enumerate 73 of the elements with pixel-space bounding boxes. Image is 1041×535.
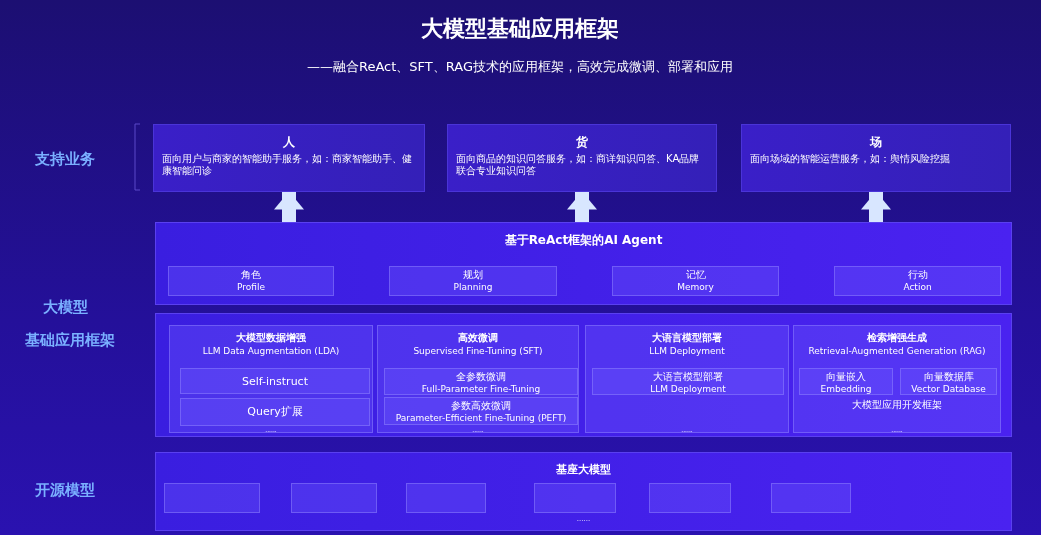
arrow [861, 191, 891, 222]
sub-title: 大模型应用开发框架 [851, 399, 943, 411]
module-box [389, 266, 557, 296]
module-box [900, 368, 997, 395]
module-title: 角色 [240, 269, 262, 281]
column-subtitle: LLM Deployment [648, 346, 726, 357]
category-heading: 人 [282, 135, 296, 150]
arrow [274, 191, 304, 222]
model-box [771, 483, 851, 513]
module-box [384, 397, 578, 425]
module-box [612, 266, 779, 296]
service-card [741, 124, 1011, 192]
diagram-title: 大模型基础应用框架 [420, 15, 620, 43]
module-subtitle: Vector Database [910, 384, 987, 395]
arrow [567, 191, 597, 222]
module-subtitle: Action [902, 282, 933, 293]
module-box [180, 368, 370, 394]
model-box [649, 483, 731, 513]
module-subtitle: Profile [236, 282, 266, 293]
module-column [377, 325, 579, 433]
item-text: Self-instruct [241, 375, 309, 389]
module-box [180, 398, 370, 426]
module-title: 规划 [462, 269, 484, 281]
column-title: 大语言模型部署 [651, 332, 723, 344]
module-box [168, 266, 334, 296]
module-box [384, 368, 578, 395]
panel-title: 基于ReAct框架的AI Agent [503, 233, 664, 248]
base-model-band [155, 452, 1012, 531]
column-subtitle: Retrieval-Augmented Generation (RAG) [807, 346, 987, 357]
column-subtitle: LLM Data Augmentation (LDA) [201, 346, 341, 357]
model-box [534, 483, 616, 513]
module-subtitle: Planning [452, 282, 494, 293]
framework-panel [155, 313, 1012, 437]
service-card [447, 124, 717, 192]
description-text: 面向用户与商家的智能助手服务，如：商家智能助手、健康智能问诊 [162, 153, 413, 177]
row-label: 支持业务 [34, 150, 96, 169]
subtitle-text: ——融合ReAct、SFT、RAG技术的应用框架，高效完成微调、部署和应用 [305, 58, 734, 76]
band-title: 基座大模型 [555, 463, 612, 477]
module-title: 向量嵌入 [825, 371, 867, 383]
item-text: Query扩展 [246, 405, 304, 419]
category-heading: 货 [575, 135, 589, 150]
module-subtitle: LLM Deployment [649, 384, 727, 395]
module-subtitle: Parameter-Efficient Fine-Tuning (PEFT) [394, 413, 568, 424]
row-label: 大模型 [41, 298, 89, 317]
module-title: 全参数微调 [455, 371, 507, 383]
module-title: 行动 [906, 269, 929, 281]
column-title: 高效微调 [457, 332, 499, 344]
row-label: 基础应用框架 [24, 331, 116, 350]
module-box [799, 368, 893, 395]
module-column [585, 325, 789, 433]
module-box [592, 368, 784, 395]
agent-panel [155, 222, 1012, 305]
row-label: 开源模型 [34, 481, 96, 500]
model-box [291, 483, 377, 513]
module-title: 参数高效微调 [450, 400, 512, 412]
module-title: 大语言模型部署 [652, 371, 724, 383]
service-card [153, 124, 425, 192]
module-subtitle: Full-Parameter Fine-Tuning [420, 384, 542, 395]
module-subtitle: Memory [676, 282, 715, 293]
module-title: 向量数据库 [922, 371, 975, 383]
column-subtitle: Supervised Fine-Tuning (SFT) [412, 346, 544, 357]
model-box [164, 483, 260, 513]
module-column [169, 325, 373, 433]
description-text: 面向商品的知识问答服务，如：商详知识问答、KA品牌联合专业知识问答 [456, 153, 701, 177]
module-subtitle: Embedding [819, 384, 873, 395]
module-column [793, 325, 1001, 433]
description-text: 面向场域的智能运营服务，如：舆情风险挖掘 [750, 153, 951, 165]
column-title: 检索增强生成 [866, 332, 928, 344]
column-title: 大模型数据增强 [235, 332, 307, 344]
category-heading: 场 [868, 135, 883, 150]
module-box [834, 266, 1001, 296]
model-box [406, 483, 486, 513]
module-title: 记忆 [684, 269, 707, 281]
